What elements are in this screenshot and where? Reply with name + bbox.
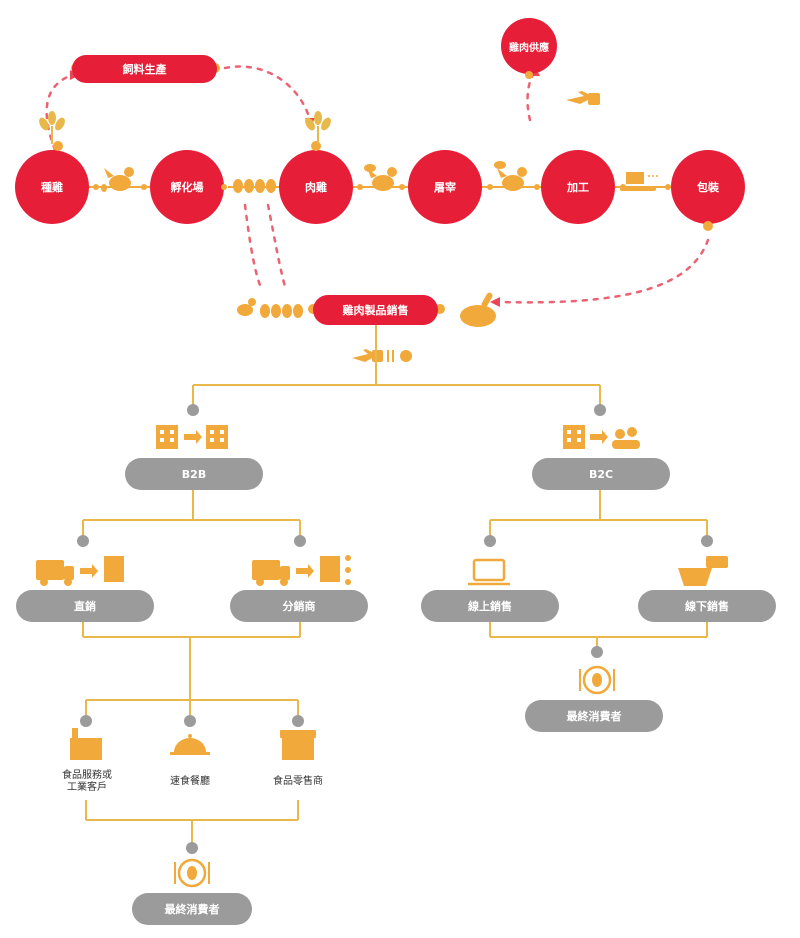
online-label: 線上銷售 xyxy=(468,600,512,613)
distributor-label: 分銷商 xyxy=(282,600,316,613)
slaughter-label: 屠宰 xyxy=(434,181,456,194)
b2c-pill xyxy=(532,458,670,490)
online-pill xyxy=(421,590,559,622)
gray-pills xyxy=(16,458,776,925)
supply-label: 雞肉供應 xyxy=(509,42,549,54)
b2c-consumer-label: 最終消費者 xyxy=(566,710,622,723)
feed-pill xyxy=(72,55,217,83)
store-icon xyxy=(280,730,316,760)
direct-pill xyxy=(16,590,154,622)
feed-label: 飼料生產 xyxy=(122,63,167,76)
b2b-consumer-label: 最終消費者 xyxy=(164,903,220,916)
truck-icons xyxy=(36,555,351,586)
hatchery-circle xyxy=(150,150,224,224)
sales-pill xyxy=(313,295,438,325)
direct-label: 直銷 xyxy=(74,600,96,613)
wheat-icon xyxy=(39,111,331,144)
breeder-circle xyxy=(15,150,89,224)
egg-icon xyxy=(101,179,303,318)
roast-chicken-icon xyxy=(460,292,496,327)
building-icons xyxy=(156,425,640,449)
slaughter-circle xyxy=(408,150,482,224)
supply-circle xyxy=(501,18,557,74)
hatchery-label: 孵化場 xyxy=(170,181,204,194)
breeder-label: 種雞 xyxy=(41,181,63,194)
factory-icon xyxy=(70,728,102,760)
plate-icons xyxy=(177,665,612,888)
broiler-label: 肉雞 xyxy=(305,181,327,194)
offline-pill xyxy=(638,590,776,622)
gray-dots xyxy=(77,404,713,854)
cutlery-icons xyxy=(174,669,615,884)
red-pills xyxy=(72,55,438,325)
chicken-icon xyxy=(104,161,527,316)
conveyor-icon xyxy=(620,172,658,191)
processing-circle xyxy=(541,150,615,224)
food-service-label: 食品服務或 工業客戶 xyxy=(62,770,112,793)
b2b-pill xyxy=(125,458,263,490)
b2c-consumer-pill xyxy=(525,700,663,732)
sales-label: 雞肉製品銷售 xyxy=(342,304,409,317)
fast-food-label: 速食餐廳 xyxy=(170,776,210,787)
retailer-label: 食品零售商 xyxy=(273,776,323,787)
laptop-icon xyxy=(468,558,510,586)
building-windows xyxy=(160,430,581,442)
broiler-circle xyxy=(279,150,353,224)
basket-icon xyxy=(678,556,728,586)
b2b-consumer-pill xyxy=(132,893,252,925)
branch-lines xyxy=(82,325,708,845)
red-circles xyxy=(15,18,745,224)
offline-label: 線下銷售 xyxy=(685,600,729,613)
processing-label: 加工 xyxy=(567,181,589,194)
packaging-label: 包裝 xyxy=(697,181,719,194)
packaging-circle xyxy=(671,150,745,224)
b2c-label: B2C xyxy=(588,467,614,481)
cloche-icon xyxy=(170,734,210,755)
distributor-pill xyxy=(230,590,368,622)
b2b-label: B2B xyxy=(181,467,207,481)
transport-icons xyxy=(352,349,412,362)
plane-truck-icon xyxy=(566,91,600,105)
